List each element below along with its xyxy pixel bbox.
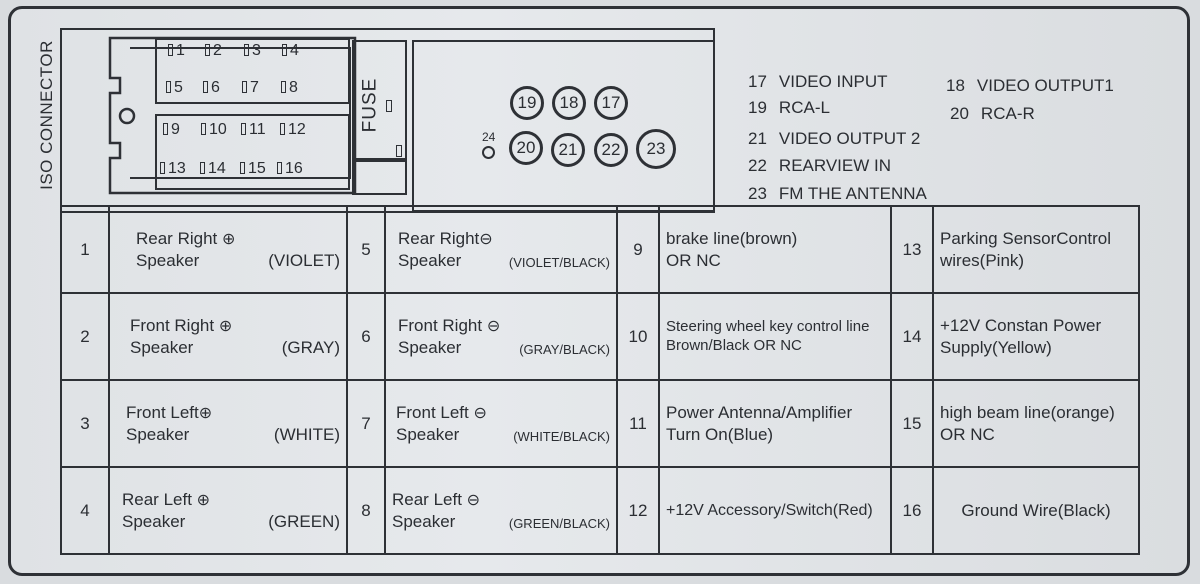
plus-icon: ⊕ — [198, 404, 213, 422]
pin-number: 13 — [890, 205, 934, 294]
pin-description: Front Right ⊕ Speaker(GRAY) — [108, 292, 348, 381]
minus-icon: ⊖ — [479, 230, 493, 248]
pin-number: 16 — [890, 466, 934, 555]
plus-icon: ⊕ — [218, 317, 233, 335]
pin-19-circle: 19 — [510, 86, 544, 120]
pin-number: 1 — [60, 205, 110, 294]
iso-pin: 9 — [163, 121, 180, 139]
iso-pin: 7 — [242, 79, 259, 97]
pin-description: Front Right ⊖ Speaker(GRAY/BLACK) — [384, 292, 618, 381]
pin-description: Rear Right ⊕ Speaker(VIOLET) — [108, 205, 348, 294]
pin-20-circle: 20 — [509, 131, 543, 165]
pin-description: Front Left⊕ Speaker(WHITE) — [108, 379, 348, 468]
minus-icon: ⊖ — [466, 491, 481, 509]
iso-pin: 2 — [205, 42, 222, 60]
pin-number: 6 — [346, 292, 386, 381]
pin-number: 4 — [60, 466, 110, 555]
pin-21-circle: 21 — [551, 133, 585, 167]
fuse-contact-icon — [396, 145, 402, 157]
pin-number: 10 — [616, 292, 660, 381]
pin-18-circle: 18 — [552, 86, 586, 120]
pin-number: 5 — [346, 205, 386, 294]
pin-number: 12 — [616, 466, 660, 555]
pin-number: 7 — [346, 379, 386, 468]
iso-pin: 8 — [281, 79, 298, 97]
fuse-contact-icon — [386, 100, 392, 112]
pin-description: Ground Wire(Black) — [932, 466, 1140, 555]
iso-block-bottom — [155, 114, 350, 190]
pin-table: 1 Rear Right ⊕ Speaker(VIOLET) 5 Rear Ri… — [60, 205, 1140, 555]
pin-description: Rear Right⊖ Speaker(VIOLET/BLACK) — [384, 205, 618, 294]
minus-icon: ⊖ — [486, 317, 501, 335]
iso-pin: 14 — [200, 160, 226, 178]
pin-number: 9 — [616, 205, 660, 294]
iso-block-top — [155, 38, 350, 104]
table-row: 2 Front Right ⊕ Speaker(GRAY) 6 Front Ri… — [60, 292, 1140, 381]
pin-17-circle: 17 — [594, 86, 628, 120]
pin-23-circle: 23 — [636, 129, 676, 169]
fuse-label: FUSE — [359, 77, 380, 133]
pin-description: brake line(brown)OR NC — [658, 205, 892, 294]
iso-pin: 10 — [201, 121, 227, 139]
iso-connector-label: ISO CONNECTOR — [37, 40, 57, 190]
fuse-box — [352, 40, 407, 160]
pin-description: +12V Accessory/Switch(Red) — [658, 466, 892, 555]
iso-pin: 15 — [240, 160, 266, 178]
table-row: 4 Rear Left ⊕ Speaker(GREEN) 8 Rear Left… — [60, 466, 1140, 555]
pin-number: 11 — [616, 379, 660, 468]
iso-pin: 5 — [166, 79, 183, 97]
iso-pin: 4 — [282, 42, 299, 60]
pin-description: Front Left ⊖ Speaker(WHITE/BLACK) — [384, 379, 618, 468]
rca-panel — [412, 40, 715, 212]
table-row: 1 Rear Right ⊕ Speaker(VIOLET) 5 Rear Ri… — [60, 205, 1140, 294]
pin-24-dot — [482, 146, 495, 159]
iso-pin: 1 — [168, 42, 185, 60]
pin-number: 14 — [890, 292, 934, 381]
pin-description: high beam line(orange)OR NC — [932, 379, 1140, 468]
iso-pin: 16 — [277, 160, 303, 178]
pin-number: 2 — [60, 292, 110, 381]
fuse-lower-box — [352, 160, 407, 195]
pin-description: Rear Left ⊖ Speaker(GREEN/BLACK) — [384, 466, 618, 555]
minus-icon: ⊖ — [473, 404, 487, 422]
iso-pin: 13 — [160, 160, 186, 178]
table-row: 3 Front Left⊕ Speaker(WHITE) 7 Front Lef… — [60, 379, 1140, 468]
iso-pin: 12 — [280, 121, 306, 139]
plus-icon: ⊕ — [222, 230, 236, 248]
iso-pin: 11 — [241, 121, 266, 139]
pin-description: Rear Left ⊕ Speaker(GREEN) — [108, 466, 348, 555]
pin-24-label: 24 — [482, 130, 496, 144]
iso-pin: 3 — [244, 42, 261, 60]
pin-number: 3 — [60, 379, 110, 468]
plus-icon: ⊕ — [196, 491, 211, 509]
pin-number: 15 — [890, 379, 934, 468]
pin-number: 8 — [346, 466, 386, 555]
iso-pin: 6 — [203, 79, 220, 97]
pin-22-circle: 22 — [594, 133, 628, 167]
